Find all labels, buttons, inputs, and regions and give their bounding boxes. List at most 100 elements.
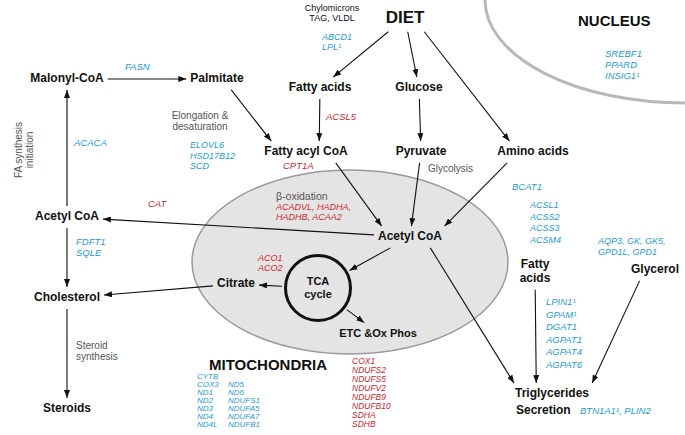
tca-cycle-circle: TCA cycle: [284, 254, 352, 322]
pathway-note: β-oxidation: [276, 190, 328, 202]
node-label: Glycerol: [631, 263, 679, 277]
reaction-arrow: [408, 32, 417, 77]
node-label: Fatty acids: [520, 258, 551, 286]
metabolite-node: Pyruvate: [394, 143, 449, 161]
reaction-arrow: [108, 78, 187, 79]
node-label: Glucose: [395, 81, 442, 95]
label-holder: BTN1A1¹, PLIN2: [580, 406, 651, 417]
gene-list: ABCD1 LPL¹: [322, 32, 352, 52]
source-note: Chylomicrons TAG, VLDL: [303, 3, 361, 23]
gene-list: AQP3, GK, GK5, GPD1L, GPD1: [598, 236, 668, 257]
gene-list: FDFT1 SQLE: [76, 236, 106, 258]
source-node: DIET: [384, 6, 427, 30]
metabolite-node: Malonyl-CoA: [28, 70, 105, 88]
gene-list: LPIN1¹ GPAM¹ DGAT1 AGPAT1 AGPAT4 AGPAT6: [546, 296, 582, 371]
label-holder: Steroid synthesis: [76, 340, 118, 362]
cycle-ring: [286, 256, 351, 321]
gene-list: CYTB COX3 ND1 ND2 ND3 ND4 ND4L: [197, 373, 219, 429]
label-holder: CAT: [148, 199, 166, 210]
label-holder: Chylomicrons TAG, VLDL: [303, 3, 361, 23]
label-holder: FA synthesis initiation: [0, 139, 55, 161]
node-label: Malonyl-CoA: [30, 72, 103, 86]
label-holder: CYTB COX3 ND1 ND2 ND3 ND4 ND4L: [197, 373, 219, 429]
label-holder: ACO1 ACO2: [258, 253, 283, 273]
gene-label: CAT: [148, 199, 166, 210]
reaction-arrow: [104, 286, 213, 295]
gene-list: BTN1A1¹, PLIN2: [580, 406, 651, 417]
label-holder: ABCD1 LPL¹: [322, 32, 352, 52]
node-label: Palmitate: [190, 72, 243, 86]
gene-list: ACSL1 ACSS2 ACSS3 ACSM4: [530, 200, 561, 246]
reaction-arrow: [66, 309, 67, 398]
gene-label: ACACA: [74, 138, 107, 149]
metabolite-node: Acetyl CoA: [33, 208, 101, 226]
metabolite-node: Cholesterol: [32, 289, 102, 307]
label-holder: COX1 NDUFS2 NDUFS5 NDUFV2 NDUFB9 NDUFB10…: [352, 357, 391, 429]
gene-list: ELOVL6 HSD17B12 SCD: [190, 140, 235, 172]
reaction-arrow: [66, 90, 67, 206]
node-label: Acetyl CoA: [35, 210, 99, 224]
node-label: Citrate: [217, 277, 255, 291]
metabolite-node: Triglycerides: [513, 385, 591, 403]
gene-label: ACSL5: [326, 112, 356, 123]
pathway-note: Elongation & desaturation: [166, 110, 234, 132]
gene-list: SREBF1 PPARD INSIG1¹: [605, 48, 642, 81]
nucleus-region: NUCLEUS SREBF1 PPARD INSIG1¹: [485, 0, 685, 104]
label-holder: CPT1A: [283, 161, 314, 172]
reaction-arrow: [592, 281, 639, 383]
process-label: Secretion: [516, 404, 571, 418]
label-holder: LPIN1¹ GPAM¹ DGAT1 AGPAT1 AGPAT4 AGPAT6: [546, 296, 582, 371]
node-label: Triglycerides: [515, 387, 589, 401]
node-label: NUCLEUS: [578, 12, 651, 29]
node-label: Fatty acyl CoA: [264, 145, 347, 159]
gene-label: BCAT1: [512, 182, 542, 193]
mitochondrion-region: MITOCHONDRIAAcetyl CoATCA cycleCitrateET…: [190, 168, 510, 356]
node-label: TCA cycle: [296, 275, 340, 300]
node-label: DIET: [386, 8, 425, 28]
metabolite-node: Acetyl CoA: [376, 228, 444, 246]
nuclear-envelope: [485, 0, 685, 103]
node-label: Pyruvate: [396, 145, 447, 159]
node-label: Amino acids: [497, 145, 568, 159]
reaction-arrow: [231, 90, 271, 141]
gene-list: ND5 ND6 NDUFS1 NDUFA5 NDUFA7 NDUFB1: [228, 381, 260, 429]
pathway-note: Steroid synthesis: [76, 340, 118, 362]
label-holder: BCAT1: [512, 182, 542, 193]
metabolite-node: Palmitate: [188, 70, 245, 88]
gene-label: FASN: [125, 62, 150, 73]
metabolite-node: Fatty acids: [287, 79, 354, 97]
label-holder: Elongation & desaturation: [166, 110, 234, 132]
label-holder: FASN: [125, 62, 150, 73]
reaction-arrow: [319, 99, 321, 141]
gene-list: ACADVL, HADHA, HADHB, ACAA2: [276, 202, 354, 222]
node-label: Fatty acids: [289, 81, 352, 95]
reaction-arrow: [419, 99, 420, 141]
mitochondrion-membrane: [192, 170, 508, 354]
node-label: Steroids: [43, 402, 91, 416]
label-holder: AQP3, GK, GK5, GPD1L, GPD1: [598, 236, 668, 257]
gene-list: ACO1 ACO2: [258, 253, 283, 273]
label-holder: ND5 ND6 NDUFS1 NDUFA5 NDUFA7 NDUFB1: [228, 381, 260, 429]
gene-label: CPT1A: [283, 161, 314, 172]
metabolite-node: Steroids: [41, 400, 93, 418]
process-node: ETC &Ox Phos: [337, 325, 419, 342]
node-label: MITOCHONDRIA: [209, 356, 327, 373]
node-label: ETC &Ox Phos: [339, 327, 417, 340]
label-holder: ACADVL, HADHA, HADHB, ACAA2: [276, 202, 354, 222]
label-holder: Glycolysis: [428, 163, 473, 175]
label-holder: ACACA: [74, 138, 107, 149]
metabolite-node: Amino acids: [495, 143, 570, 161]
node-label: Acetyl CoA: [378, 230, 442, 244]
label-holder: β-oxidation: [276, 190, 328, 202]
gene-list: COX1 NDUFS2 NDUFS5 NDUFV2 NDUFB9 NDUFB10…: [352, 357, 391, 429]
metabolite-node: Citrate: [215, 275, 257, 293]
pathway-note: Glycolysis: [428, 163, 473, 175]
metabolite-node: Fatty acyl CoA: [262, 143, 349, 161]
label-holder: ELOVL6 HSD17B12 SCD: [190, 140, 235, 172]
metabolite-node: Glucose: [393, 79, 444, 97]
pathway-note: FA synthesis initiation: [13, 119, 35, 181]
label-holder: ACSL1 ACSS2 ACSS3 ACSM4: [530, 200, 561, 246]
node-label: Cholesterol: [34, 291, 100, 305]
